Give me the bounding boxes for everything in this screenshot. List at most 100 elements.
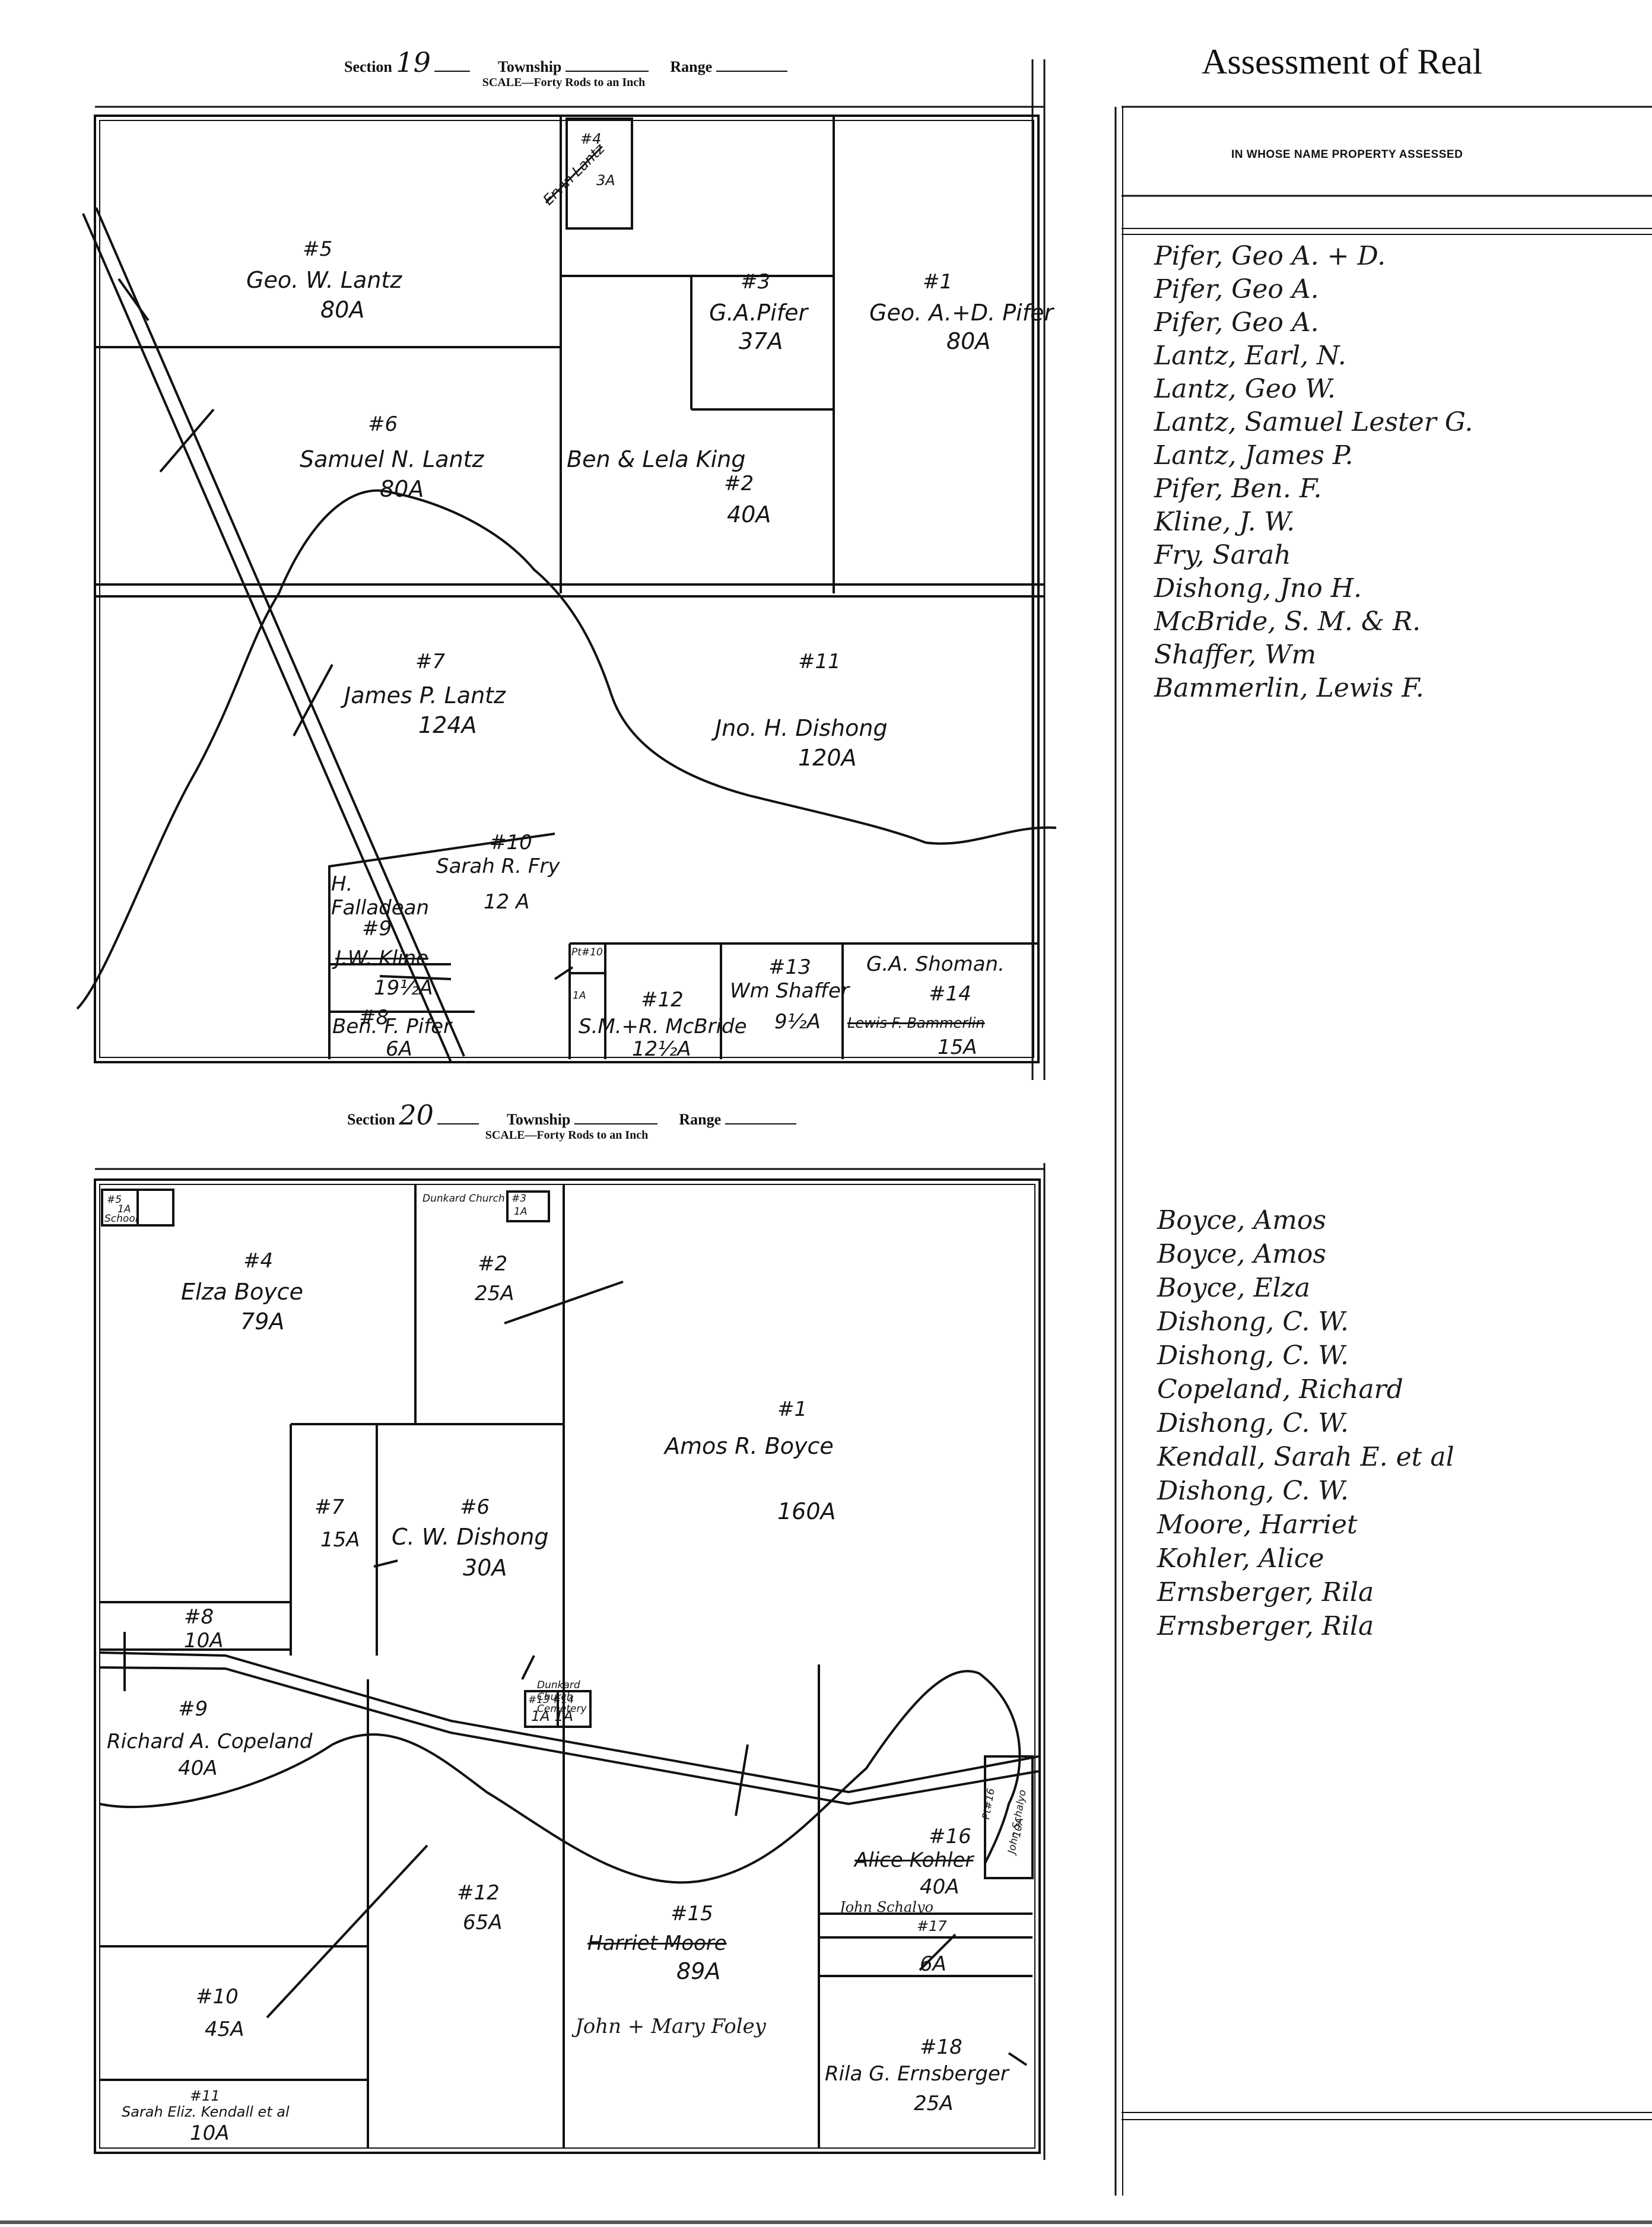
assessed-name: Dishong, C. W. — [1157, 1307, 1349, 1337]
assessed-name: Lantz, Samuel Lester G. — [1154, 407, 1473, 437]
parcel-number: #12 — [457, 1881, 500, 1905]
assessed-name: Moore, Harriet — [1157, 1510, 1358, 1540]
parcel-number: #3 — [741, 270, 771, 294]
parcel-acres: 30A — [463, 1555, 507, 1581]
parcel-owner: S.M.+R. McBride — [579, 1015, 747, 1038]
parcel-acres: 89A — [676, 1958, 721, 1984]
parcel-number: #4 — [243, 1249, 274, 1273]
parcel-owner: Richard A. Copeland — [107, 1730, 313, 1753]
assessed-name: Lantz, Earl, N. — [1154, 341, 1346, 371]
parcel-number: #13 #14 — [528, 1694, 574, 1706]
township-value — [565, 71, 649, 72]
parcel-number: #10 — [196, 1985, 239, 2009]
parcel-number: #13 — [768, 955, 811, 979]
parcel-owner: James P. Lantz — [344, 682, 506, 709]
parcel-owner: Wm Shaffer — [730, 979, 849, 1003]
parcel-owner: Jno. H. Dishong — [715, 715, 888, 741]
parcel-owner: C. W. Dishong — [392, 1524, 549, 1550]
assessed-name: McBride, S. M. & R. — [1154, 606, 1421, 637]
township-value — [574, 1123, 657, 1124]
parcel-owner-struck: Lewis F. Bammerlin — [847, 1015, 985, 1031]
parcel-owner: School — [104, 1213, 138, 1225]
assessed-name: Boyce, Amos — [1157, 1205, 1326, 1235]
range-value — [716, 71, 787, 72]
parcel-number: #5 — [303, 237, 333, 261]
parcel-owner: H. Falladean — [331, 872, 430, 920]
parcel-owner: John Schalyo — [840, 1899, 933, 1915]
column-header: IN WHOSE NAME PROPERTY ASSESSED — [1231, 148, 1463, 161]
range-label: Range — [670, 58, 713, 75]
parcel-number: #16 — [929, 1825, 971, 1848]
parcel-acres: 3A — [596, 172, 615, 189]
parcel-number: #1 — [923, 270, 953, 294]
parcel-owner: Ben & Lela King — [567, 446, 746, 472]
assessed-name: Ernsberger, Rila — [1157, 1611, 1374, 1641]
assessed-name: Shaffer, Wm — [1154, 640, 1317, 670]
parcel-owner: Dunkard Church — [422, 1193, 505, 1205]
parcel-acres: 37A — [739, 328, 783, 354]
assessed-name: Kendall, Sarah E. et al — [1157, 1442, 1454, 1472]
parcel-acres: 1A — [573, 990, 586, 1002]
parcel-number: #7 — [314, 1495, 345, 1519]
assessed-name: Ernsberger, Rila — [1157, 1577, 1374, 1607]
parcel-acres: 6A — [386, 1037, 412, 1061]
parcel-number: #1 — [777, 1397, 808, 1421]
parcel-acres: 9½A — [774, 1010, 821, 1034]
parcel-number: Pt#10 — [571, 946, 603, 958]
parcel-acres: 6A — [920, 1952, 946, 1976]
parcel-acres: 40A — [920, 1875, 960, 1899]
parcel-acres: 80A — [946, 328, 991, 354]
range-value — [725, 1123, 796, 1124]
assessed-name: Lantz, James P. — [1154, 440, 1354, 471]
parcel-number: #4 — [580, 131, 602, 147]
parcel-acres: 124A — [418, 712, 477, 738]
parcel-acres: 40A — [727, 501, 771, 528]
section19-frame-outer — [94, 115, 1040, 1063]
assessed-name: Pifer, Geo A. — [1154, 274, 1319, 304]
parcel-acres: 25A — [475, 1282, 514, 1305]
assessed-name: Copeland, Richard — [1157, 1374, 1403, 1405]
section19-assessed-list: Pifer, Geo A. + D. Pifer, Geo A. Pifer, … — [1154, 243, 1629, 709]
parcel-acres: 15A — [938, 1035, 977, 1059]
parcel-acres: 80A — [380, 476, 424, 502]
parcel-acres: 1A — [117, 1203, 131, 1215]
parcel-acres: 40A — [178, 1756, 218, 1780]
parcel-number: #11 — [798, 650, 841, 673]
parcel-number: #14 — [929, 982, 971, 1006]
parcel-acres: 10A — [184, 1629, 224, 1653]
assessed-name: Boyce, Elza — [1157, 1273, 1310, 1303]
parcel-number: #6 — [368, 412, 398, 436]
parcel-number: #17 — [917, 1918, 947, 1934]
parcel-number: #11 — [190, 2088, 220, 2104]
section-number: 20 — [399, 1099, 434, 1131]
parcel-number: #8 — [184, 1605, 214, 1629]
section20-frame-outer — [94, 1178, 1041, 2154]
parcel-owner: Samuel N. Lantz — [300, 446, 484, 472]
assessed-name: Fry, Sarah — [1154, 540, 1291, 570]
section20-scale: SCALE—Forty Rods to an Inch — [485, 1129, 649, 1142]
section19-header: Section 19 Township Range — [344, 46, 787, 78]
parcel-owner: Ben. F. Pifer — [332, 1015, 452, 1038]
parcel-number: #5 — [107, 1194, 122, 1206]
assessed-name: Pifer, Geo A. + D. — [1154, 241, 1386, 271]
parcel-number: #6 — [460, 1495, 490, 1519]
parcel-acres: 12 A — [484, 890, 530, 914]
parcel-owner: Sarah R. Fry — [436, 854, 560, 878]
parcel-number: #2 — [724, 472, 754, 495]
parcel-owner: Amos R. Boyce — [665, 1433, 834, 1459]
section-label: Section — [347, 1111, 395, 1128]
parcel-number: #15 — [671, 1902, 713, 1926]
section20-header: Section 20 Township Range — [347, 1099, 796, 1131]
parcel-acres: 160A — [777, 1498, 836, 1524]
parcel-owner: G.A. Shoman. — [866, 952, 1005, 976]
assessed-name: Kline, J. W. — [1154, 507, 1295, 537]
parcel-number: #2 — [478, 1252, 508, 1276]
assessed-name: Boyce, Amos — [1157, 1239, 1326, 1269]
section-label: Section — [344, 58, 392, 75]
assessed-name: Lantz, Geo W. — [1154, 374, 1336, 404]
parcel-acres: 1A — [514, 1206, 528, 1218]
parcel-acres: 10A — [190, 2121, 230, 2145]
parcel-acres: 120A — [798, 745, 857, 771]
panel-title: Assessment of Real — [1202, 42, 1483, 81]
